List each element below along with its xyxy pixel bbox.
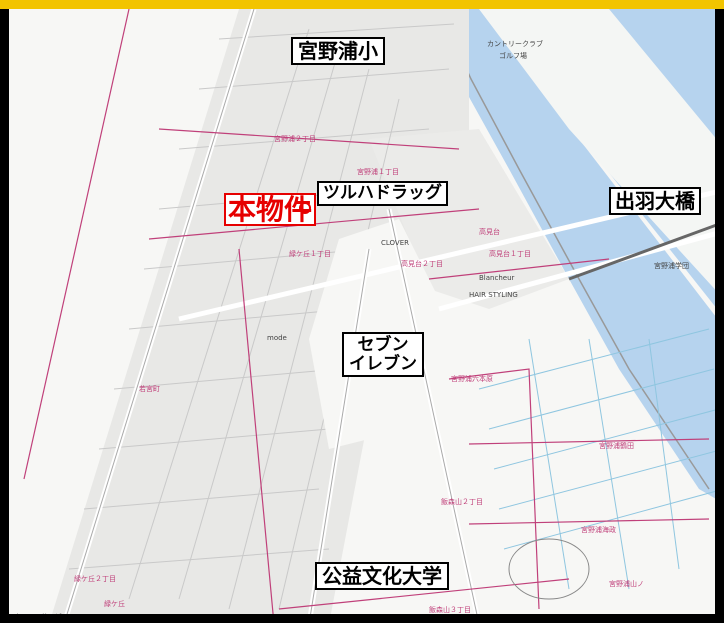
midorigaoka2-label: 緑ケ丘２丁目 <box>74 575 116 583</box>
top-band <box>0 0 724 9</box>
miyanoura-kaiden-label: 宮野浦鶴田 <box>599 442 634 450</box>
midorigaoka1-label: 緑ケ丘１丁目 <box>289 250 331 258</box>
golf-label: ゴルフ場 <box>499 52 527 60</box>
takamidai-label: 高見台 <box>479 228 500 236</box>
miyanoura-school-label: 宮野浦小 <box>291 37 385 65</box>
mogami-river <box>429 9 715 499</box>
seven-eleven-line1: セブン <box>357 335 409 355</box>
miyanoura-rokuchome-label: 宮野浦六本原 <box>451 375 493 383</box>
copyright-label: オノテラサービス <box>13 613 69 621</box>
property-marker-icon <box>299 202 311 214</box>
mode-label: mode <box>267 334 287 342</box>
miyanoura-kaisei-label: 宮野浦海政 <box>581 526 616 534</box>
wakamiya-label: 若宮町 <box>139 385 160 393</box>
country-club-label: カントリークラブ <box>487 40 543 48</box>
hair-label: HAIR STYLING <box>469 291 518 299</box>
midorigaoka-label: 緑ケ丘 <box>104 600 125 608</box>
miyanoura-yama-label: 宮野浦山ノ <box>609 580 644 588</box>
iizakayama3-label: 飯森山３丁目 <box>429 606 471 614</box>
river-island <box>479 9 715 290</box>
tsuruha-drug-label: ツルハドラッグ <box>317 181 448 206</box>
miyanoura1-label: 宮野浦１丁目 <box>357 168 399 176</box>
dewa-bridge-label: 出羽大橋 <box>609 187 701 215</box>
farmland <box>478 328 715 590</box>
clover-label: CLOVER <box>381 239 409 247</box>
dewa-bridge-line <box>568 223 715 281</box>
university-campus <box>508 538 590 600</box>
miyanouragakuen-label: 宮野浦学団 <box>654 262 689 270</box>
takamidai1-label: 高見台１丁目 <box>489 250 531 258</box>
property-label: 本物件 <box>224 193 317 227</box>
residential-area <box>52 9 469 614</box>
map-canvas <box>23 9 715 614</box>
seven-eleven-label: セブン イレブン <box>342 332 424 378</box>
miyanoura2-label: 宮野浦２丁目 <box>274 135 316 143</box>
iizakayama2-label: 飯森山２丁目 <box>441 498 483 506</box>
koeki-university-label: 公益文化大学 <box>315 562 449 590</box>
blancheur-label: Blancheur <box>479 274 515 282</box>
seven-eleven-line2: イレブン <box>349 353 417 374</box>
takamidai2-label: 高見台２丁目 <box>401 260 443 268</box>
district-boundaries <box>23 9 710 614</box>
